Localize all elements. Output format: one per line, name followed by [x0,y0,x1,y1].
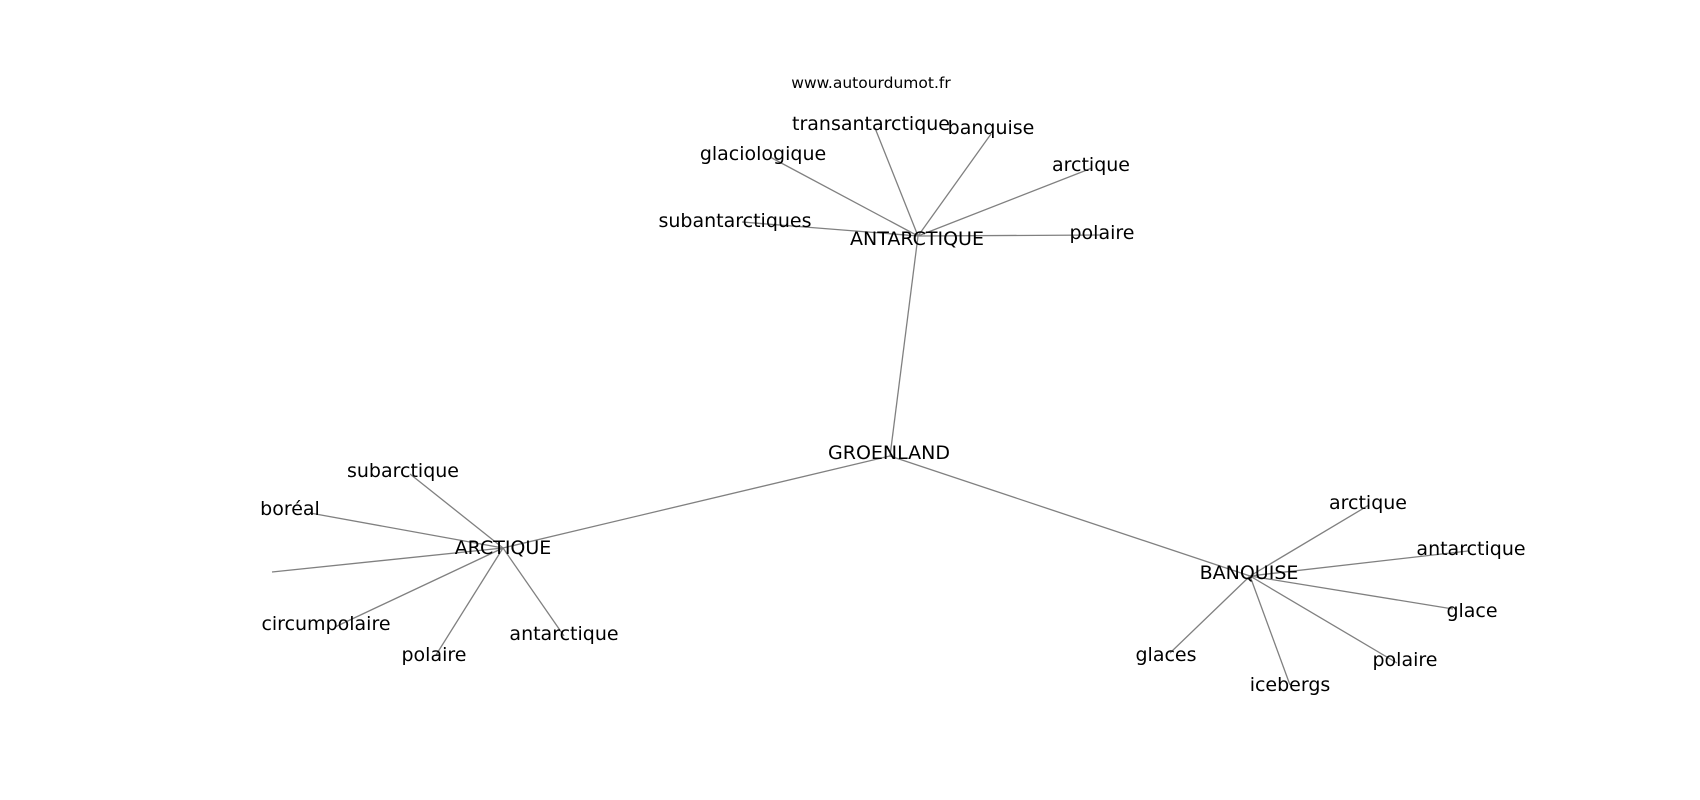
node-hub-antarctique: ANTARCTIQUE [850,228,984,250]
node-leaf: polaire [402,644,467,666]
edge-hub-leaf [917,167,1093,237]
edge-center-hub [889,235,919,457]
edge-hub-leaf [917,133,992,237]
node-leaf: glaces [1135,644,1196,666]
edge-hub-leaf [334,547,504,628]
node-leaf: antarctique [509,623,618,645]
edge-hub-leaf [409,473,504,549]
edge-hub-leaf [1249,504,1370,577]
edge-hub-leaf [917,234,1103,237]
edge-hub-leaf [309,512,504,549]
edge-hub-leaf [741,221,919,237]
node-leaf: subarctique [347,460,459,482]
node-leaf: banquise [948,117,1035,139]
edge-hub-leaf [502,547,565,637]
node-leaf: arctique [1052,154,1130,176]
edge-hub-leaf [769,156,919,237]
node-hub-arctique: ARCTIQUE [455,537,552,559]
node-leaf: antarctique [1416,538,1525,560]
edge-hub-leaf [1249,575,1398,664]
edge-hub-leaf [1249,575,1291,686]
edge-hub-leaf [1249,575,1454,610]
edge-hub-leaf [271,547,504,573]
clipped-region: subantarctique [208,559,351,581]
edge-hub-leaf [435,547,504,656]
source-url: www.autourdumot.fr [791,74,951,92]
edge-center-hub [502,455,891,549]
node-leaf: circumpolaire [261,613,390,635]
node-leaf: subantarctique [208,559,351,581]
node-leaf: polaire [1070,222,1135,244]
node-leaf: glace [1446,600,1497,622]
node-leaf: glaciologique [700,143,826,165]
node-leaf: boréal [260,498,320,520]
node-center: GROENLAND [828,442,950,464]
edge-hub-leaf [1169,575,1251,654]
edge-center-hub [889,455,1251,577]
node-leaf: subantarctiques [658,210,811,232]
node-leaf: arctique [1329,492,1407,514]
node-leaf: transantarctique [792,113,950,135]
node-leaf: icebergs [1250,674,1331,696]
node-hub-banquise: BANQUISE [1200,562,1299,584]
graph-labels: www.autourdumot.fr GROENLAND ANTARCTIQUE… [208,74,1525,696]
edge-hub-leaf [874,127,919,237]
edge-hub-leaf [1249,550,1469,577]
node-leaf: polaire [1373,649,1438,671]
graph-edges [271,127,1469,686]
